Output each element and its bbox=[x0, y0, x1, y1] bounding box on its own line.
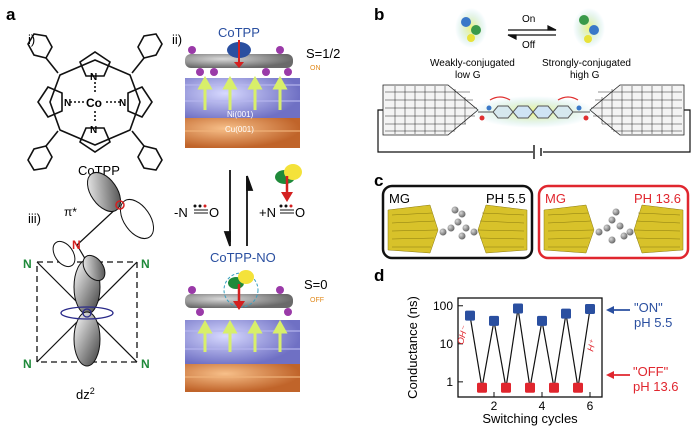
panel-b-letter: b bbox=[374, 5, 384, 24]
off-label-d: "OFF" bbox=[633, 364, 669, 379]
bottom-molecule bbox=[185, 270, 293, 316]
weak-conjugated-molecule-icon bbox=[455, 8, 487, 48]
minus-no-o: O bbox=[209, 205, 219, 220]
strong-sub: high G bbox=[570, 70, 600, 81]
top-substrate bbox=[185, 75, 300, 148]
off-pointer-arrow bbox=[606, 371, 630, 379]
top-state-label: ON bbox=[310, 65, 321, 72]
equilibrium-arrows bbox=[223, 170, 254, 247]
off-data-point bbox=[573, 382, 583, 393]
n-corner-bl: N bbox=[23, 357, 32, 371]
ni-label: Ni(001) bbox=[227, 110, 254, 119]
x-tick-label: 2 bbox=[491, 399, 498, 413]
co-atom-label: Co bbox=[86, 96, 102, 110]
n-nitrosyl-label: N bbox=[72, 238, 81, 252]
y-axis-label: Conductance (ns) bbox=[405, 296, 420, 399]
left-mg-label: MG bbox=[389, 191, 410, 206]
weak-title: Weakly-conjugated bbox=[430, 58, 515, 69]
on-data-point bbox=[489, 315, 499, 326]
on-data-point bbox=[465, 310, 475, 321]
dz2-label: dz2 bbox=[76, 386, 95, 402]
n-corner-tr: N bbox=[141, 257, 150, 271]
top-molecule bbox=[185, 40, 293, 76]
off-data-point bbox=[525, 382, 535, 393]
sub-ii-label: ii) bbox=[172, 32, 182, 47]
cotpp-structure bbox=[27, 33, 163, 171]
strong-title: Strongly-conjugated bbox=[542, 58, 631, 69]
bottom-substrate bbox=[185, 319, 300, 392]
sub-iii-label: iii) bbox=[28, 211, 41, 226]
x-axis-label: Switching cycles bbox=[482, 411, 578, 426]
on-data-point bbox=[561, 308, 571, 319]
off-data-point bbox=[549, 382, 559, 393]
no-molecule-icon bbox=[275, 164, 302, 202]
off-data-point bbox=[501, 382, 511, 393]
mg-box-right bbox=[537, 184, 690, 260]
plus-no-label: +N bbox=[259, 205, 276, 220]
switching-line bbox=[469, 308, 591, 388]
panel-d-letter: d bbox=[374, 266, 384, 285]
on-off-arrows bbox=[507, 25, 557, 40]
pi-star-label: π* bbox=[64, 205, 77, 219]
y-tick-label: 1 bbox=[446, 375, 453, 389]
y-tick-label: 100 bbox=[433, 299, 453, 313]
top-spin-label: S=1/2 bbox=[306, 46, 340, 61]
graphene-junction bbox=[377, 84, 691, 159]
phenyl-bl bbox=[27, 130, 59, 171]
x-tick-label: 6 bbox=[587, 399, 594, 413]
x-tick-label: 4 bbox=[539, 399, 546, 413]
on-label-b: On bbox=[522, 14, 535, 25]
on-label-d: "ON" bbox=[634, 300, 663, 315]
phenyl-tl bbox=[27, 33, 59, 74]
weak-sub: low G bbox=[455, 70, 481, 81]
off-label-b: Off bbox=[522, 40, 535, 51]
bottom-spin-label: S=0 bbox=[304, 277, 328, 292]
on-data-point bbox=[585, 304, 595, 315]
panel-a-letter: a bbox=[6, 5, 16, 24]
bottom-state-label: OFF bbox=[310, 297, 324, 304]
panel-c-letter: c bbox=[374, 171, 383, 190]
off-data-point bbox=[477, 382, 487, 393]
cu-label: Cu(001) bbox=[225, 125, 254, 134]
h-label: H⁺ bbox=[585, 338, 598, 353]
bottom-molecule-label: CoTPP-NO bbox=[210, 250, 276, 265]
n-corner-tl: N bbox=[23, 257, 32, 271]
n-label-left: N bbox=[64, 98, 71, 109]
n-corner-br: N bbox=[141, 357, 150, 371]
plus-no-o: O bbox=[295, 205, 305, 220]
plot-frame bbox=[457, 297, 603, 398]
on-ph-label: pH 5.5 bbox=[634, 315, 672, 330]
on-pointer-arrow bbox=[606, 306, 630, 314]
top-molecule-label: CoTPP bbox=[218, 25, 260, 40]
phenyl-br bbox=[131, 130, 163, 171]
minus-no-label: -N bbox=[174, 205, 188, 220]
plus-no-bond bbox=[279, 204, 294, 214]
n-label-bottom: N bbox=[90, 125, 97, 136]
right-ph-label: PH 13.6 bbox=[634, 191, 681, 206]
orbital-diagram bbox=[36, 171, 155, 367]
minus-no-bond bbox=[193, 204, 208, 214]
oh-label: OH⁻ bbox=[455, 324, 470, 345]
left-ph-label: PH 5.5 bbox=[486, 191, 526, 206]
cotpp-name: CoTPP bbox=[78, 163, 120, 178]
off-ph-label: pH 13.6 bbox=[633, 379, 679, 394]
y-tick-label: 10 bbox=[440, 337, 454, 351]
on-data-point bbox=[513, 303, 523, 314]
on-data-point bbox=[537, 315, 547, 326]
n-label-right: N bbox=[119, 98, 126, 109]
phenyl-tr bbox=[131, 33, 163, 74]
strong-conjugated-molecule-icon bbox=[573, 8, 605, 48]
n-label-top: N bbox=[90, 72, 97, 83]
right-mg-label: MG bbox=[545, 191, 566, 206]
mg-box-left bbox=[381, 184, 534, 260]
